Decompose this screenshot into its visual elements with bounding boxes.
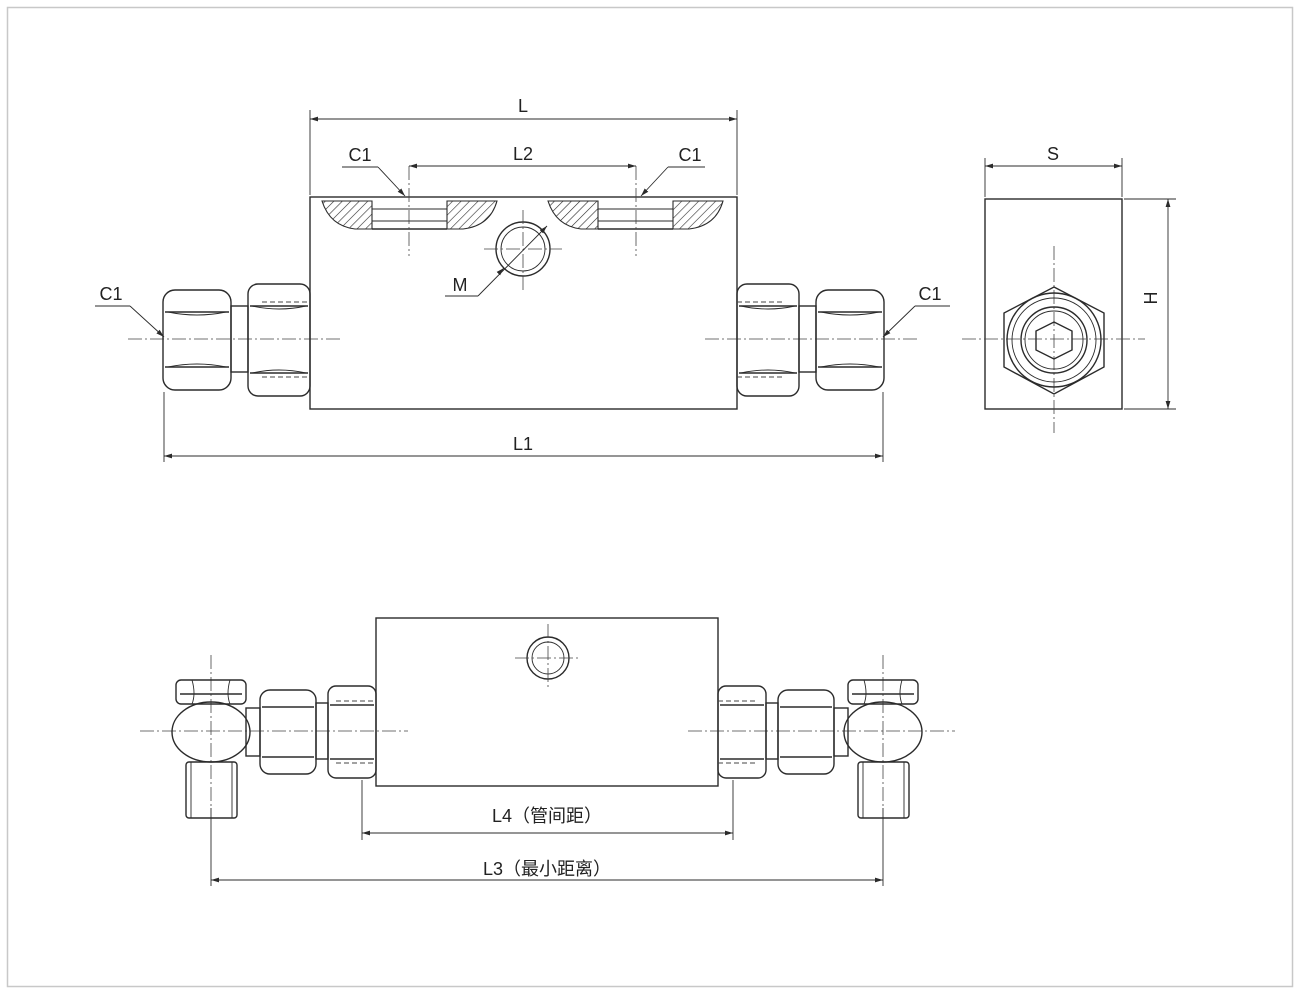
label-c1-top-left: C1 — [348, 145, 371, 165]
label-m: M — [453, 275, 468, 295]
valve-body — [309, 196, 738, 410]
bottom-view: L4（管间距） L3（最小距离） — [140, 617, 955, 886]
dim-label-h: H — [1141, 292, 1161, 305]
dim-label-l3: L3（最小距离） — [483, 859, 611, 879]
port-cavity-right — [547, 200, 724, 230]
fitting-left — [162, 283, 311, 397]
dim-label-s: S — [1047, 144, 1059, 164]
label-c1-side-right: C1 — [918, 284, 941, 304]
drawing-border — [6, 6, 1294, 988]
dim-label-l1: L1 — [513, 434, 533, 454]
bottom-fitting-left — [171, 679, 377, 819]
dim-label-l4: L4（管间距） — [492, 806, 602, 826]
side-view: S H — [962, 144, 1176, 433]
valve-body-bottom — [375, 617, 719, 787]
dim-label-l2: L2 — [513, 144, 533, 164]
front-view: L L2 C1 C1 C1 C1 M L1 — [95, 96, 950, 462]
bottom-fitting-right — [717, 679, 923, 819]
valve-body-side — [984, 198, 1123, 410]
dim-label-l: L — [518, 96, 528, 116]
fitting-right — [736, 283, 885, 397]
label-c1-top-right: C1 — [678, 145, 701, 165]
label-c1-side-left: C1 — [99, 284, 122, 304]
port-cavity-left — [321, 200, 498, 230]
